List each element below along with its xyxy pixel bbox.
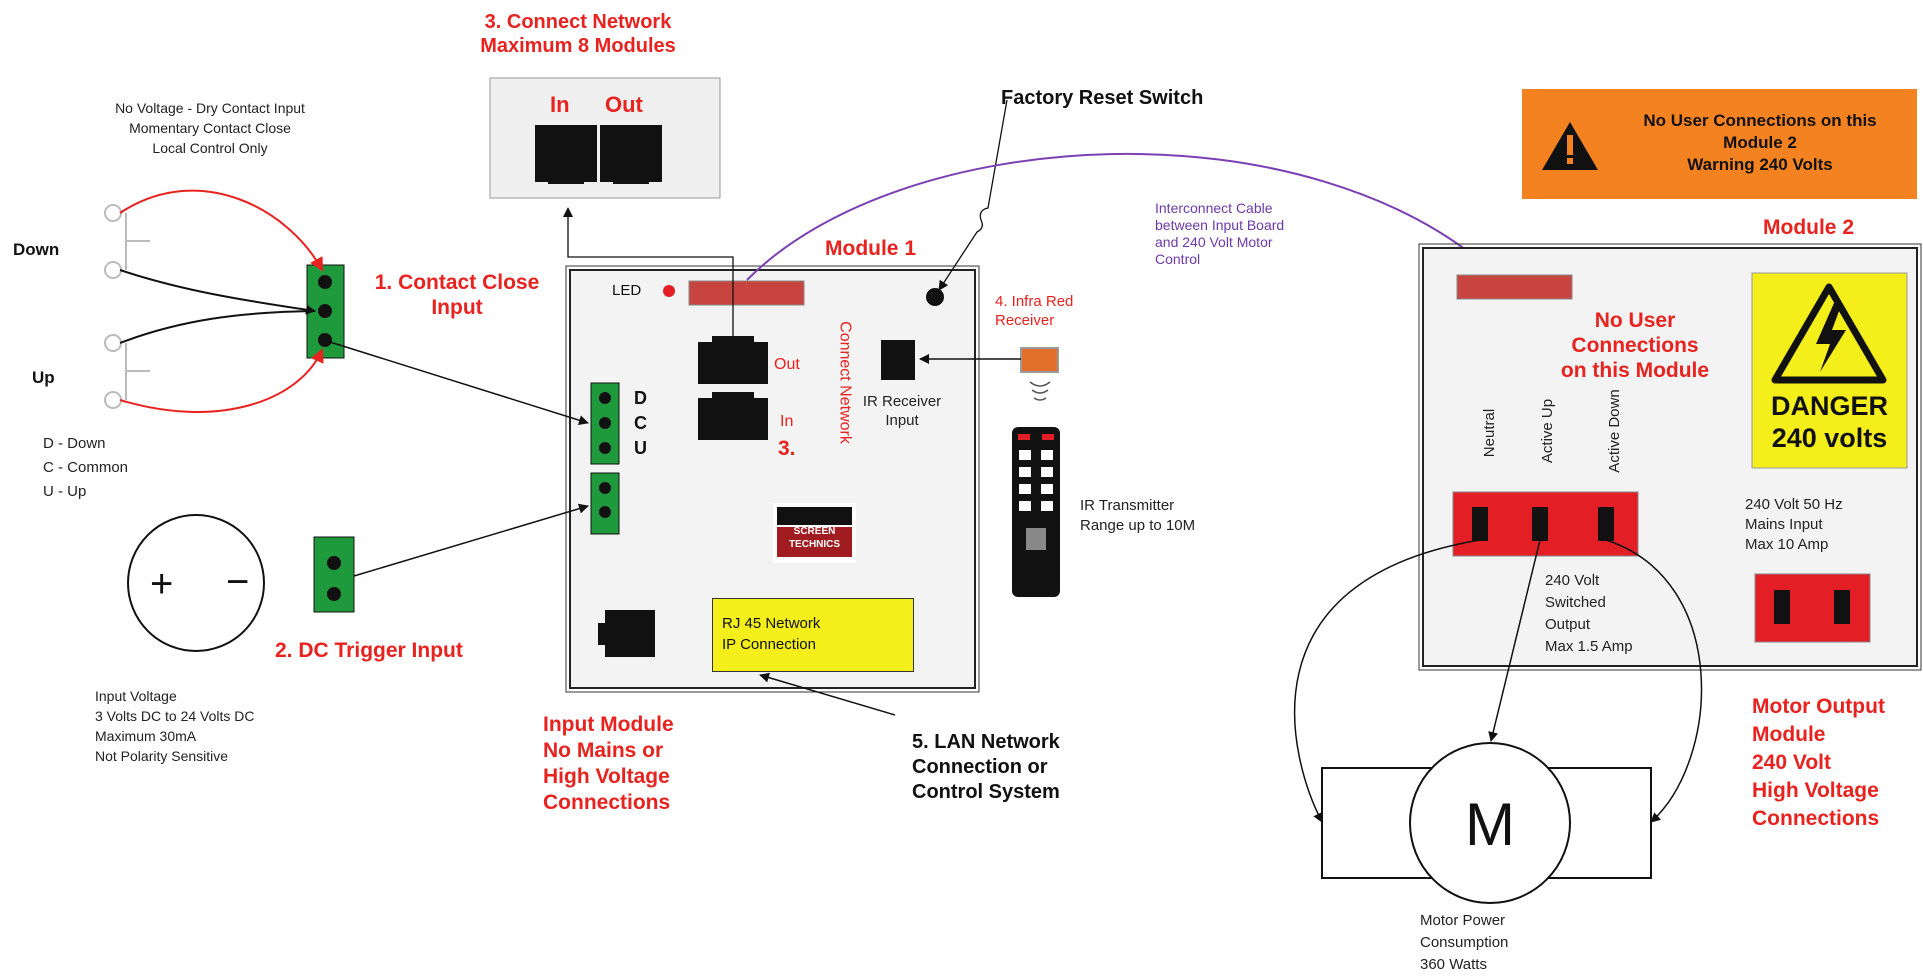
neutral-wire bbox=[1293, 539, 1481, 823]
module1-port-in-label: In bbox=[780, 413, 794, 430]
rj45-note-text: RJ 45 Network IP Connection bbox=[722, 615, 821, 653]
module2-title: Module 2 bbox=[1763, 216, 1855, 239]
infra-red-title: 4. Infra Red Receiver bbox=[995, 293, 1074, 329]
dcu-legend: D - Down C - Common U - Up bbox=[43, 435, 129, 500]
rj45-jack bbox=[598, 610, 655, 657]
no-user-connections-label: No User Connections on this Module bbox=[1560, 309, 1710, 382]
factory-reset-label: Factory Reset Switch bbox=[1001, 87, 1204, 109]
up-switch-icon bbox=[104, 334, 150, 409]
module2-connector-header bbox=[1456, 274, 1573, 300]
dc-minus-symbol: − bbox=[226, 560, 250, 604]
network-in-label: In bbox=[550, 92, 570, 117]
output-terminal-block bbox=[1452, 491, 1639, 557]
ir-sensor-icon bbox=[1020, 347, 1059, 373]
danger-text: DANGER 240 volts bbox=[1770, 391, 1888, 453]
ir-signal-icon bbox=[1029, 381, 1051, 401]
dc-plus-symbol: + bbox=[150, 562, 174, 606]
screen-technics-logo bbox=[773, 503, 856, 563]
warning-banner bbox=[1522, 89, 1917, 199]
network-in-jack bbox=[535, 125, 597, 184]
dc-trigger-title: 2. DC Trigger Input bbox=[275, 639, 463, 662]
lan-network-label: 5. LAN Network Connection or Control Sys… bbox=[912, 731, 1060, 803]
down-switch-icon bbox=[104, 204, 150, 279]
dc-trigger-wire bbox=[353, 503, 589, 577]
up-wire-red bbox=[119, 348, 324, 413]
logo-text: SCREEN TECHNICS bbox=[788, 526, 841, 550]
ir-transmitter-label: IR Transmitter Range up to 10M bbox=[1080, 497, 1196, 534]
module1-port-number: 3. bbox=[778, 437, 796, 460]
active-down-wire bbox=[1605, 539, 1703, 823]
module1-in-jack bbox=[698, 392, 768, 440]
ir-receiver-block bbox=[881, 340, 915, 380]
lan-pointer bbox=[759, 672, 896, 716]
input-module-note: Input Module No Mains or High Voltage Co… bbox=[543, 713, 674, 814]
network-cable bbox=[563, 207, 734, 342]
motor-symbol: M bbox=[1465, 791, 1515, 858]
lightning-icon bbox=[1816, 303, 1846, 372]
rj45-note-box bbox=[712, 598, 914, 672]
led-indicator bbox=[663, 285, 675, 297]
interconnect-cable bbox=[746, 153, 1502, 281]
motor-output-note: Motor Output Module 240 Volt High Voltag… bbox=[1752, 695, 1885, 830]
dcu-wire bbox=[329, 341, 589, 426]
terminal-label-u: U bbox=[634, 438, 647, 458]
active-up-wire bbox=[1488, 539, 1541, 742]
mains-input-label: 240 Volt 50 Hz Mains Input Max 10 Amp bbox=[1745, 496, 1843, 553]
led-label: LED bbox=[612, 282, 642, 299]
ir-receiver-input-label: IR Receiver Input bbox=[862, 393, 942, 429]
factory-reset-button bbox=[926, 288, 944, 306]
danger-sign bbox=[1751, 272, 1908, 469]
warning-banner-text: No User Connections on this Module 2 War… bbox=[1643, 111, 1877, 174]
contact-close-label: 1. Contact Close Input bbox=[374, 271, 540, 319]
terminal-header-active-up: Active Up bbox=[1539, 398, 1556, 464]
terminal-label-d: D bbox=[634, 388, 647, 408]
interconnect-cable-note: Interconnect Cable between Input Board a… bbox=[1155, 200, 1285, 267]
network-out-label: Out bbox=[605, 92, 643, 117]
down-label: Down bbox=[13, 240, 60, 259]
terminal-header-active-down: Active Down bbox=[1606, 389, 1623, 473]
trigger-terminal-block bbox=[590, 472, 620, 535]
dc-trigger-spec: Input Voltage 3 Volts DC to 24 Volts DC … bbox=[95, 688, 255, 764]
terminal-label-c: C bbox=[634, 413, 647, 433]
down-wire-red bbox=[119, 189, 323, 272]
module1-title: Module 1 bbox=[825, 237, 917, 260]
factory-reset-pointer bbox=[938, 99, 1008, 291]
module1-connector-header bbox=[688, 280, 805, 306]
warning-icon bbox=[1542, 122, 1598, 170]
up-label: Up bbox=[32, 368, 55, 387]
connect-network-vertical: Connect Network bbox=[836, 321, 854, 444]
module1-out-jack bbox=[698, 336, 768, 384]
mains-terminal-block bbox=[1754, 573, 1871, 643]
module1-port-out-label: Out bbox=[774, 356, 800, 373]
down-wire-black bbox=[119, 269, 316, 315]
terminal-header-neutral: Neutral bbox=[1481, 408, 1498, 458]
dry-contact-note: No Voltage - Dry Contact Input Momentary… bbox=[115, 100, 305, 156]
dc-trigger-terminal bbox=[313, 536, 355, 613]
dcu-terminal-block bbox=[590, 382, 620, 465]
motor-power-label: Motor Power Consumption 360 Watts bbox=[1420, 912, 1509, 973]
dc-source-icon bbox=[127, 514, 265, 652]
up-wire-black bbox=[119, 310, 316, 344]
switched-output-label: 240 Volt Switched Output Max 1.5 Amp bbox=[1545, 572, 1633, 655]
network-out-jack bbox=[600, 125, 662, 184]
ir-remote-icon bbox=[1012, 427, 1060, 597]
connect-network-title: 3. Connect Network Maximum 8 Modules bbox=[480, 11, 676, 57]
motor-icon bbox=[1409, 742, 1571, 904]
